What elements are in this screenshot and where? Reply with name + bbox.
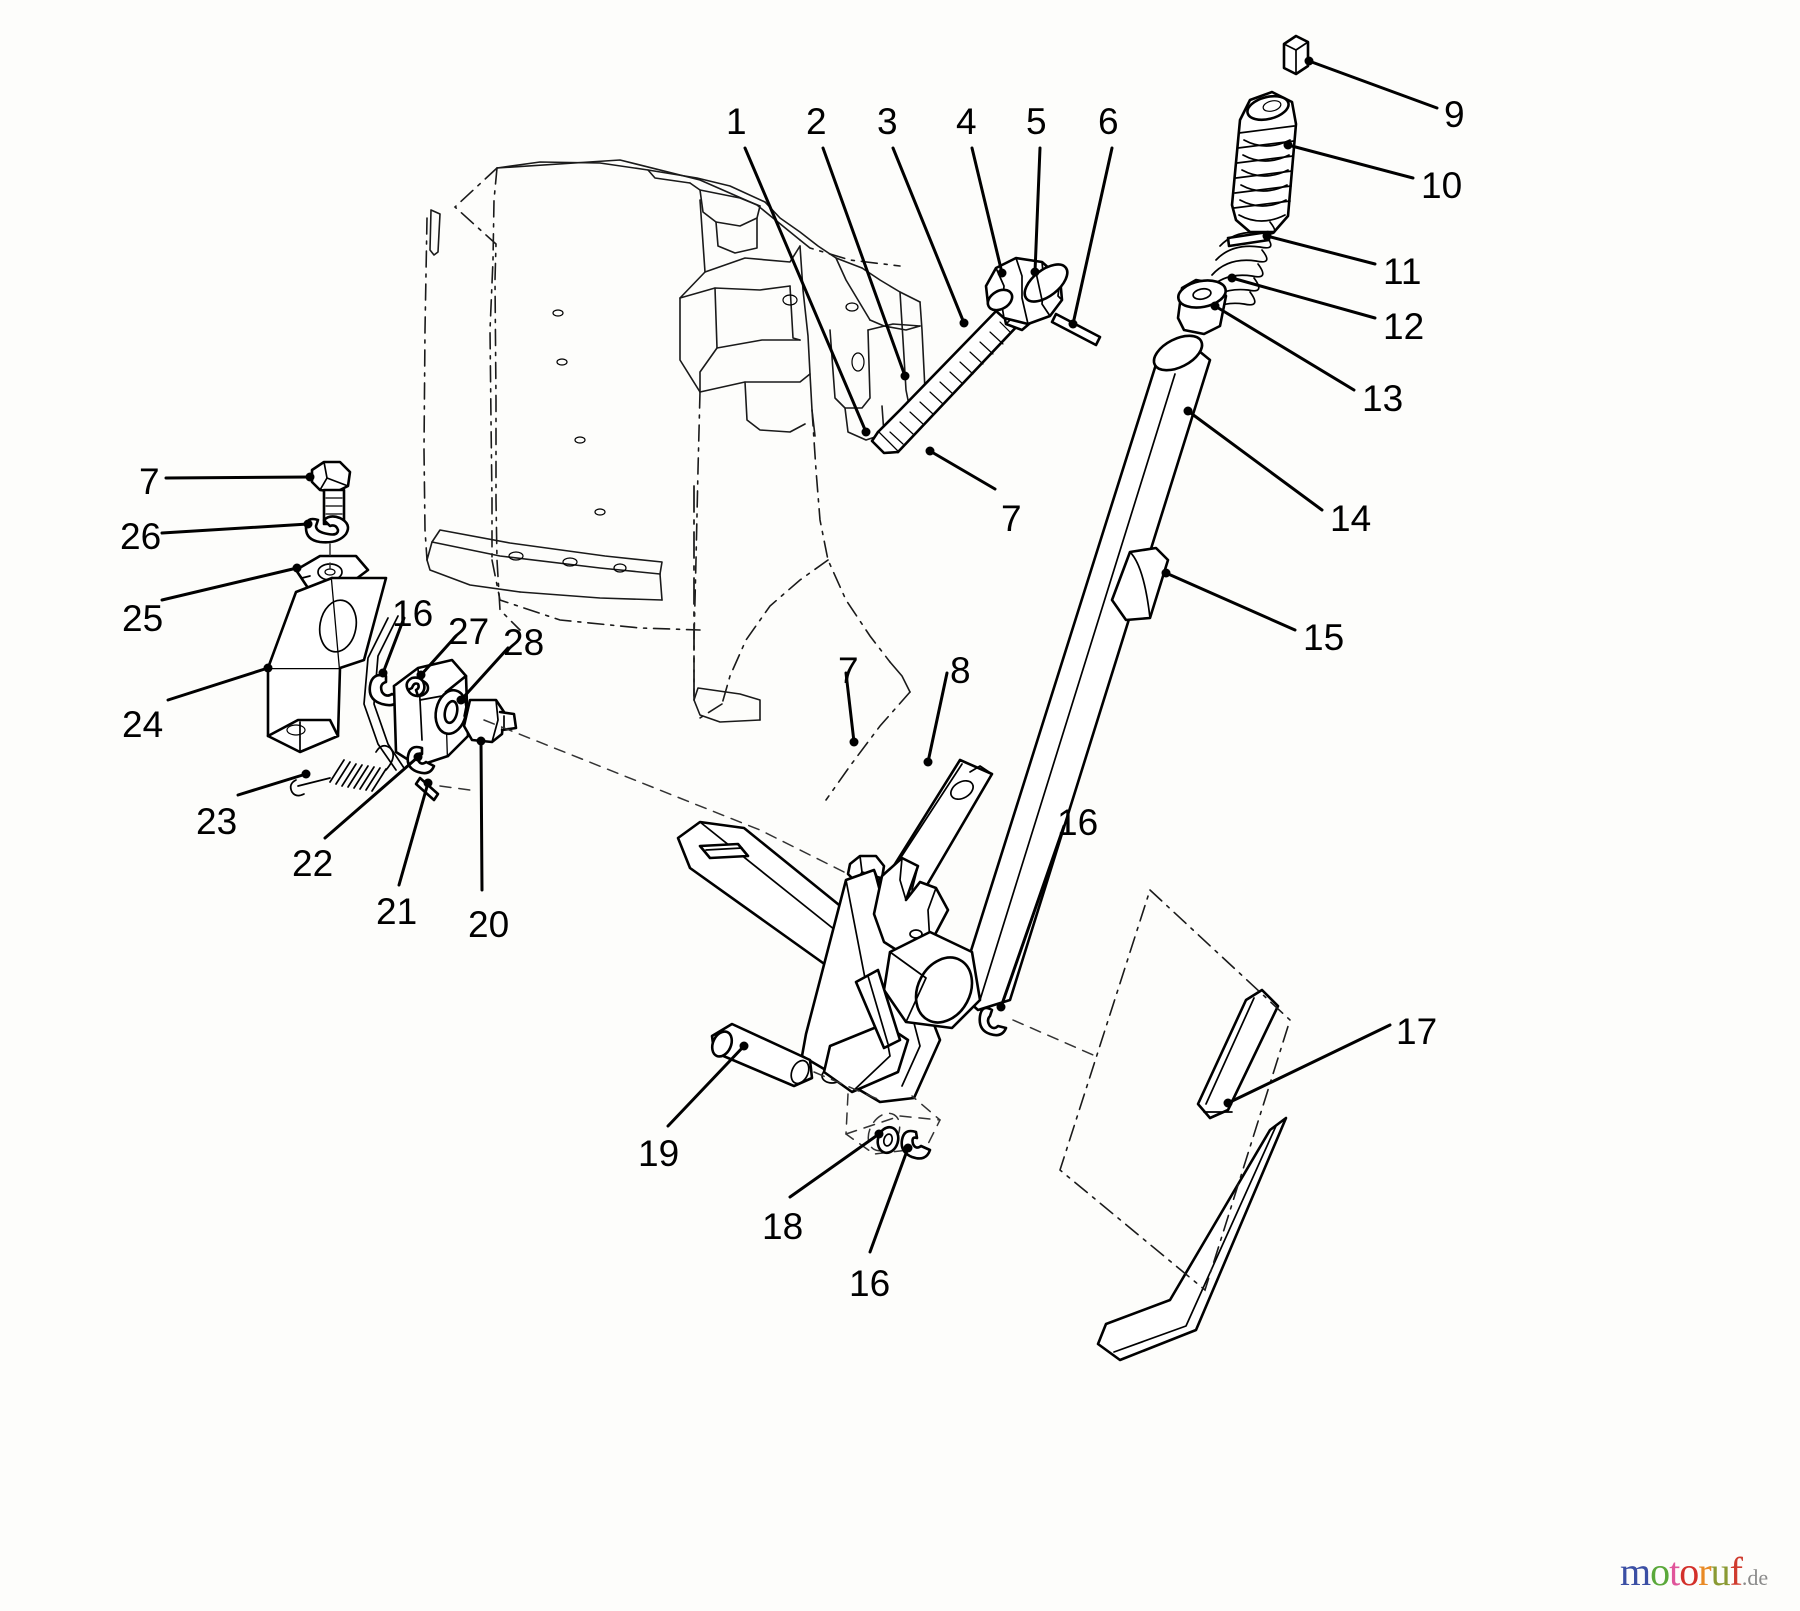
callout-13: 13 [1362,378,1404,419]
part-lift-arm-yoke [676,820,982,1160]
watermark-motoruf: motoruf.de [1620,1548,1768,1595]
callout-4: 4 [956,101,977,142]
leader-lines [160,56,1439,1254]
watermark-letter-m: m [1620,1549,1651,1594]
callout-8: 8 [950,650,971,691]
part-lockwasher-26 [304,515,350,544]
callout-12: 12 [1383,306,1425,347]
callout-23: 23 [196,801,238,842]
callout-28: 28 [503,622,545,663]
watermark-letter-r: r [1698,1549,1711,1594]
callout-19: 19 [638,1133,680,1174]
callout-1: 1 [726,101,747,142]
watermark-letter-o1: o [1650,1549,1670,1594]
part-l-rod [1096,988,1288,1362]
part-bracket-24 [266,576,388,754]
callout-6: 6 [1098,101,1119,142]
callout-20: 20 [468,904,510,945]
part-retaining-ring-tube [978,1006,1008,1037]
part-sleeve-clip [1110,546,1170,622]
part-bolt-7-left [310,460,352,526]
callout-5: 5 [1026,101,1047,142]
callout-3: 3 [877,101,898,142]
part-adjusting-screw-assembly [870,256,1102,455]
callout-11: 11 [1383,251,1422,292]
callout-16-upper: 16 [392,593,434,634]
callout-16-right: 16 [1057,802,1099,843]
callout-22: 22 [292,843,334,884]
guide-lines-lower-right [1012,888,1291,1292]
watermark-letter-t: t [1669,1549,1680,1594]
watermark-suffix: .de [1741,1565,1769,1590]
callout-10: 10 [1421,165,1463,206]
callout-7-upper-center: 7 [1001,498,1022,539]
callout-9: 9 [1444,94,1465,135]
callout-24: 24 [122,704,164,745]
part-long-tube [956,334,1212,1012]
callout-17: 17 [1396,1011,1438,1052]
part-cluster-linkage [289,615,901,901]
callout-15: 15 [1303,617,1345,658]
part-grip-spring-stack [1176,34,1310,336]
watermark-letter-u: u [1710,1549,1731,1594]
callout-2: 2 [806,101,827,142]
callout-27: 27 [448,611,490,652]
watermark-letter-f: f [1729,1549,1743,1594]
callout-26: 26 [120,516,162,557]
callout-7-left: 7 [139,461,160,502]
callout-25: 25 [122,598,164,639]
callout-14: 14 [1330,498,1372,539]
callout-21: 21 [376,891,418,932]
chassis-frame [423,159,927,801]
callout-18: 18 [762,1206,804,1247]
callout-16-lower: 16 [849,1263,891,1304]
watermark-letter-o2: o [1679,1549,1699,1594]
callout-7-center: 7 [838,650,859,691]
